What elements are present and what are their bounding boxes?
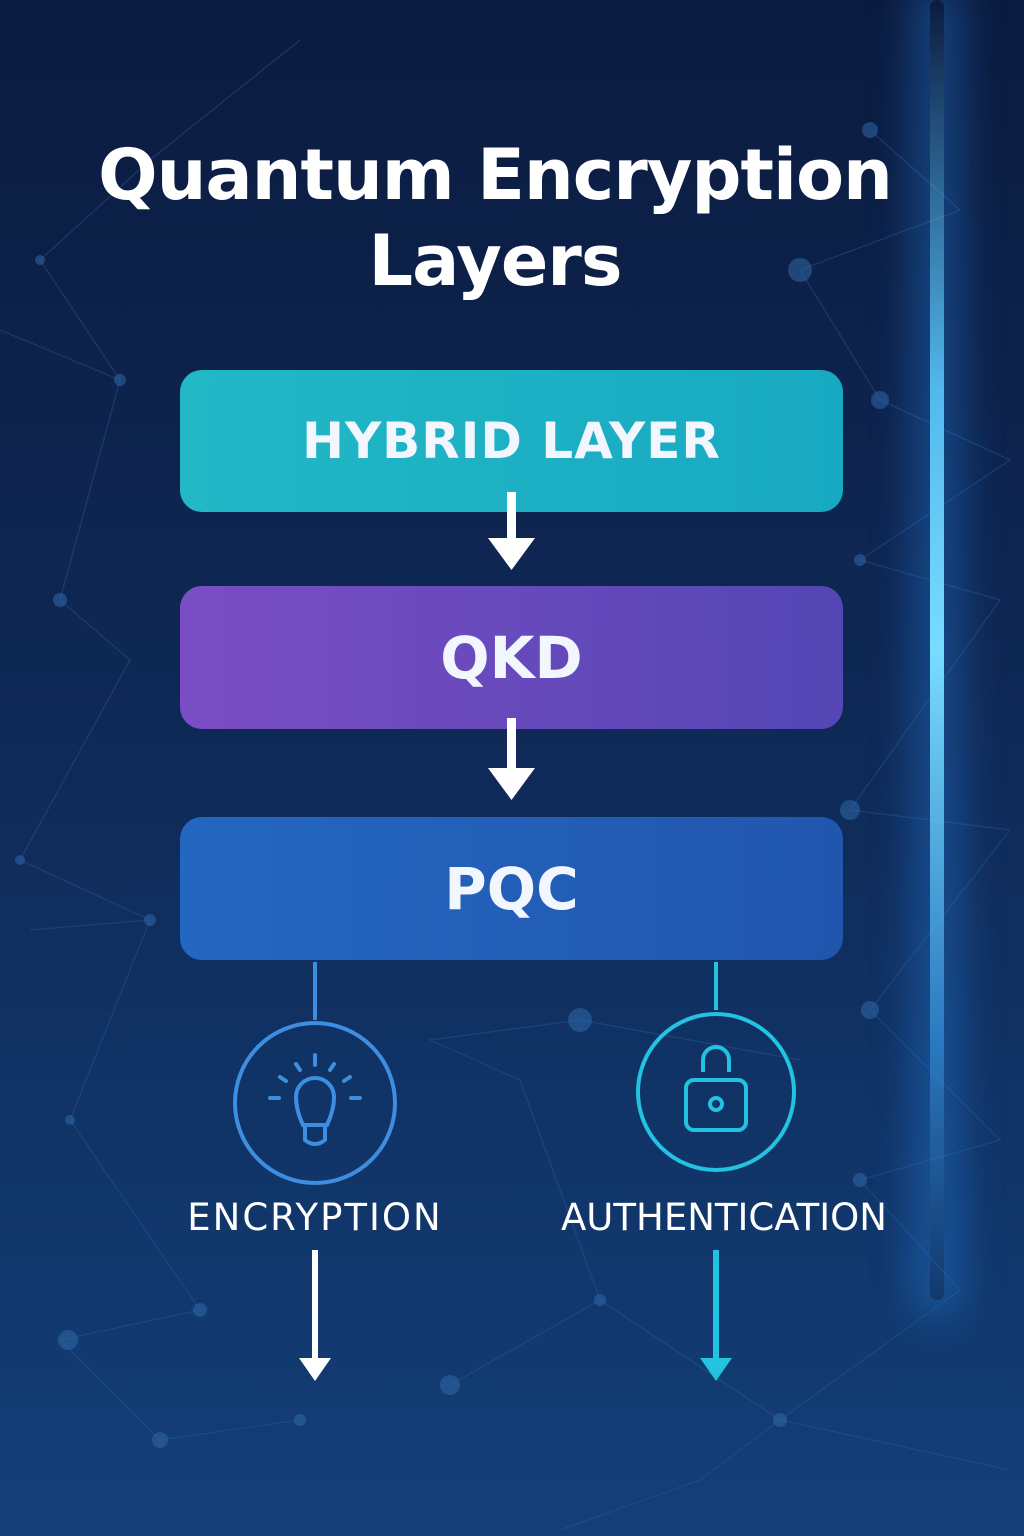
arrow-authentication-down: [700, 1250, 732, 1381]
hybrid-layer-box: HYBRID LAYER: [180, 370, 843, 512]
light-beam: [930, 0, 944, 1300]
arrow-hybrid-to-qkd: [488, 492, 535, 570]
padlock-icon: [636, 1012, 796, 1172]
hybrid-layer-label: HYBRID LAYER: [302, 412, 721, 470]
page-title: Quantum Encryption Layers: [0, 132, 990, 304]
qkd-layer-label: QKD: [440, 623, 583, 692]
pqc-layer-box: PQC: [180, 817, 843, 960]
arrow-qkd-to-pqc: [488, 718, 535, 800]
authentication-label: AUTHENTICATION: [561, 1196, 887, 1239]
title-line-1: Quantum Encryption: [98, 134, 893, 216]
lightbulb-icon: [233, 1021, 397, 1185]
qkd-layer-box: QKD: [180, 586, 843, 729]
arrow-encryption-down: [299, 1250, 331, 1381]
encryption-label: ENCRYPTION: [187, 1196, 443, 1239]
title-line-2: Layers: [368, 220, 623, 302]
pqc-layer-label: PQC: [444, 854, 579, 923]
